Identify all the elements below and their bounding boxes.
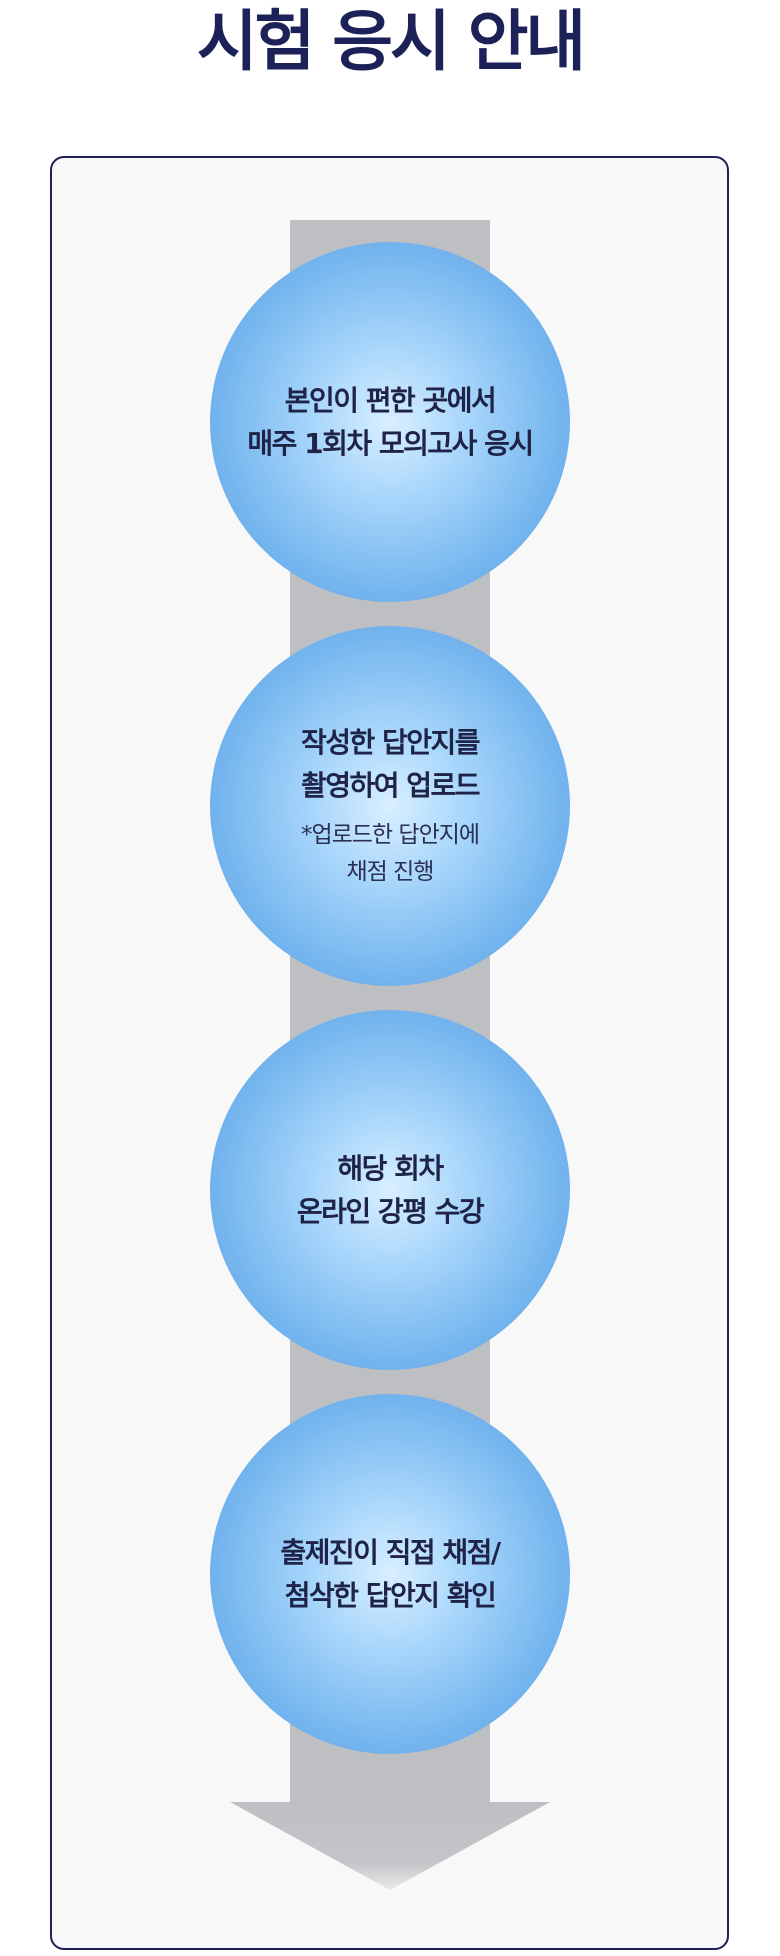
step-2-circle: 작성한 답안지를 촬영하여 업로드 *업로드한 답안지에 채점 진행 xyxy=(210,626,570,986)
step-4-circle: 출제진이 직접 채점/ 첨삭한 답안지 확인 xyxy=(210,1394,570,1754)
step-4-text: 출제진이 직접 채점/ 첨삭한 답안지 확인 xyxy=(280,1531,501,1617)
step-2-line-1: 작성한 답안지를 xyxy=(300,726,481,759)
step-1-line-1: 본인이 편한 곳에서 xyxy=(284,384,497,417)
step-1-circle: 본인이 편한 곳에서 매주 1회차 모의고사 응시 xyxy=(210,242,570,602)
step-1-line-2: 매주 1회차 모의고사 응시 xyxy=(247,427,534,460)
step-3-line-2: 온라인 강평 수강 xyxy=(296,1195,485,1228)
step-3-circle: 해당 회차 온라인 강평 수강 xyxy=(210,1010,570,1370)
step-2-note-line-2: 채점 진행 xyxy=(346,859,435,885)
step-3-text: 해당 회차 온라인 강평 수강 xyxy=(296,1147,485,1233)
step-4-line-1: 출제진이 직접 채점/ xyxy=(280,1536,501,1569)
step-2-note: *업로드한 답안지에 채점 진행 xyxy=(300,817,480,891)
step-4-line-2: 첨삭한 답안지 확인 xyxy=(284,1579,497,1612)
step-2-note-line-1: *업로드한 답안지에 xyxy=(300,822,480,848)
page-title: 시험 응시 안내 xyxy=(196,3,586,80)
step-2-text: 작성한 답안지를 촬영하여 업로드 xyxy=(300,721,481,807)
step-1-text: 본인이 편한 곳에서 매주 1회차 모의고사 응시 xyxy=(247,379,534,465)
step-2-line-2: 촬영하여 업로드 xyxy=(300,769,481,802)
step-3-line-1: 해당 회차 xyxy=(337,1152,444,1185)
